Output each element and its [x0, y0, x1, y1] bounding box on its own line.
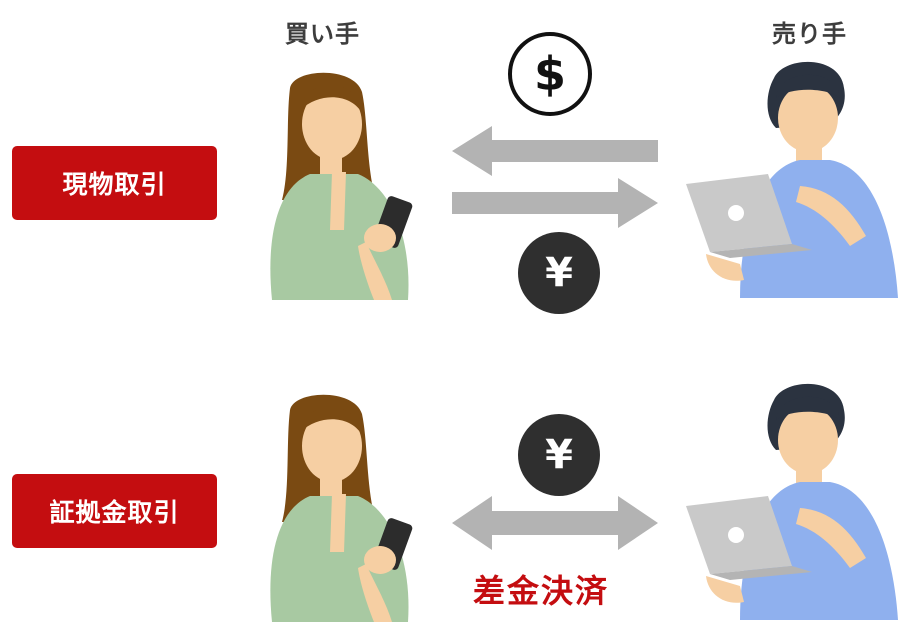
- spot-trade-badge: 現物取引: [12, 146, 217, 220]
- seller-label: 売り手: [772, 20, 847, 48]
- arrow-left: [452, 126, 658, 176]
- arrow-right: [452, 178, 658, 228]
- dollar-icon: $: [508, 32, 592, 116]
- seller-figure: [680, 380, 905, 620]
- buyer-figure: [262, 392, 422, 622]
- buyer-label: 買い手: [285, 20, 360, 48]
- margin-trade-label: 証拠金取引: [49, 498, 180, 527]
- margin-trade-badge: 証拠金取引: [12, 474, 217, 548]
- double-arrow: [452, 496, 658, 550]
- buyer-figure: [262, 70, 422, 300]
- yen-icon: ¥: [518, 232, 600, 314]
- yen-icon: ¥: [518, 414, 600, 496]
- cfd-settlement-note: 差金決済: [473, 572, 610, 610]
- spot-trade-label: 現物取引: [62, 170, 167, 199]
- seller-figure: [680, 58, 905, 298]
